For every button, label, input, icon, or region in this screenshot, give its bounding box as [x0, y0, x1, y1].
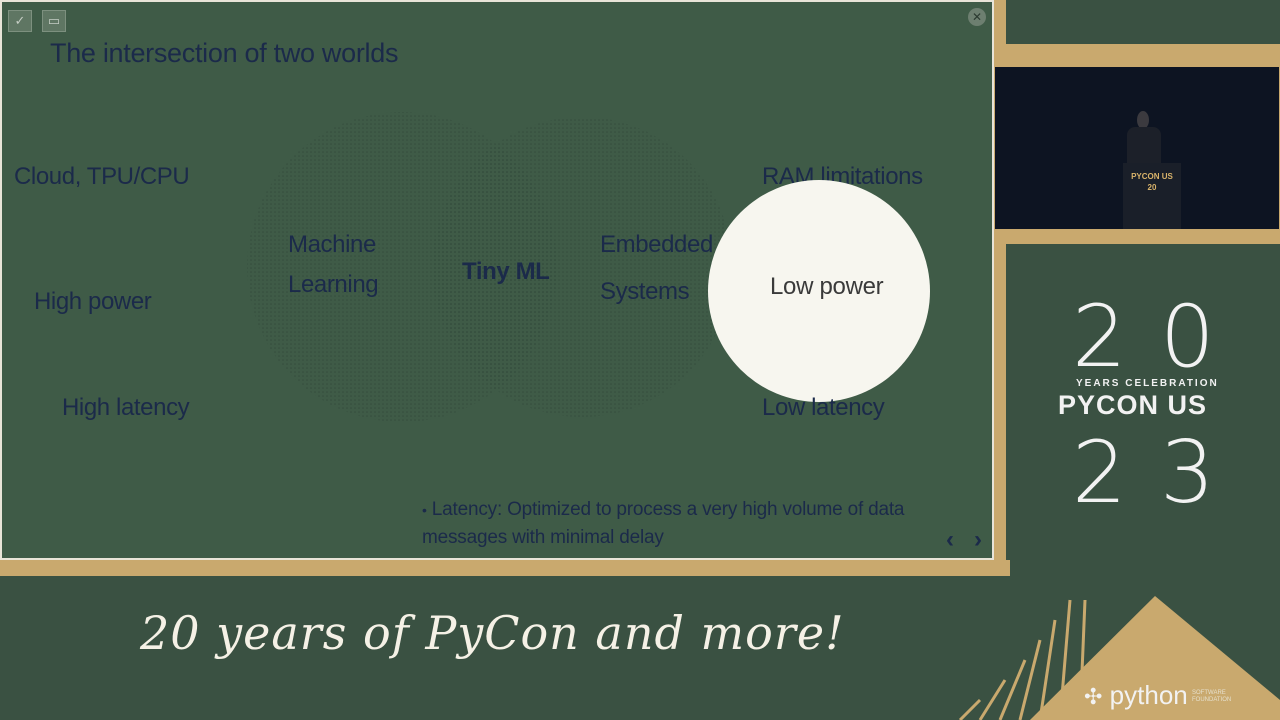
bullet-line-1: Latency: Optimized to process a very hig…	[431, 499, 905, 520]
footer-pyramid-decoration	[958, 596, 1280, 720]
psf-subtitle: SOFTWARE FOUNDATION	[1192, 690, 1231, 704]
logo-digit-top-right: 0	[1160, 287, 1215, 387]
window-icon[interactable]: ▭	[42, 10, 66, 32]
venn-diagram	[247, 112, 732, 422]
frame-strip-webcam-bottom	[994, 230, 1280, 244]
next-slide-icon[interactable]: ›	[974, 526, 982, 553]
laser-spotlight	[708, 180, 930, 402]
speaker-body	[1127, 127, 1161, 167]
label-low-latency: Low latency	[762, 394, 885, 421]
speaker-head	[1137, 111, 1149, 129]
venn-circle-embedded-systems	[432, 117, 732, 417]
psf-line-2: FOUNDATION	[1192, 697, 1232, 703]
footer-tagline: 20 years of PyCon and more!	[140, 606, 845, 660]
logo-pycon-us: PYCON US	[1058, 390, 1208, 420]
venn-label-embedded: Embedded	[600, 231, 713, 258]
venn-label-systems: Systems	[600, 278, 690, 305]
podium-sign: PYCON US 20	[1125, 171, 1179, 193]
python-logo: ✣ python	[1084, 680, 1188, 711]
prev-slide-icon[interactable]: ‹	[946, 526, 954, 553]
speaker-webcam: PYCON US 20	[994, 66, 1280, 230]
logo-years-celebration: YEARS CELEBRATION	[1076, 378, 1219, 389]
bullet-marker: •	[422, 502, 427, 518]
logo-digit-top-left: 2	[1072, 287, 1127, 387]
bullet-line-2: messages with minimal delay	[422, 527, 664, 548]
logo-digit-bottom-left: 2	[1072, 423, 1127, 523]
label-low-power: Low power	[770, 273, 884, 300]
podium-line-2: 20	[1147, 183, 1157, 192]
python-wordmark: python	[1109, 680, 1188, 710]
close-icon[interactable]: ✕	[968, 8, 986, 26]
edit-icon[interactable]: ✓	[8, 10, 32, 32]
psf-line-1: SOFTWARE	[1192, 690, 1226, 696]
slide-title: The intersection of two worlds	[50, 38, 399, 68]
frame-strip-top-right	[994, 44, 1280, 66]
venn-label-machine: Machine	[288, 231, 376, 258]
bullet-text: • Latency: Optimized to process a very h…	[422, 496, 942, 552]
label-high-power: High power	[34, 288, 152, 315]
logo-digit-bottom-right: 3	[1160, 423, 1215, 523]
frame-strip-bottom	[0, 560, 1010, 576]
python-snake-icon: ✣	[1084, 684, 1103, 709]
podium	[1123, 163, 1181, 229]
venn-label-learning: Learning	[288, 271, 379, 298]
label-cloud-tpu-cpu: Cloud, TPU/CPU	[14, 163, 190, 190]
label-high-latency: High latency	[62, 394, 190, 421]
podium-line-1: PYCON US	[1131, 172, 1173, 181]
presentation-slide: ✓ ▭ ✕ The intersection of two worlds Mac…	[0, 0, 994, 560]
venn-label-tiny-ml: Tiny ML	[462, 258, 550, 285]
